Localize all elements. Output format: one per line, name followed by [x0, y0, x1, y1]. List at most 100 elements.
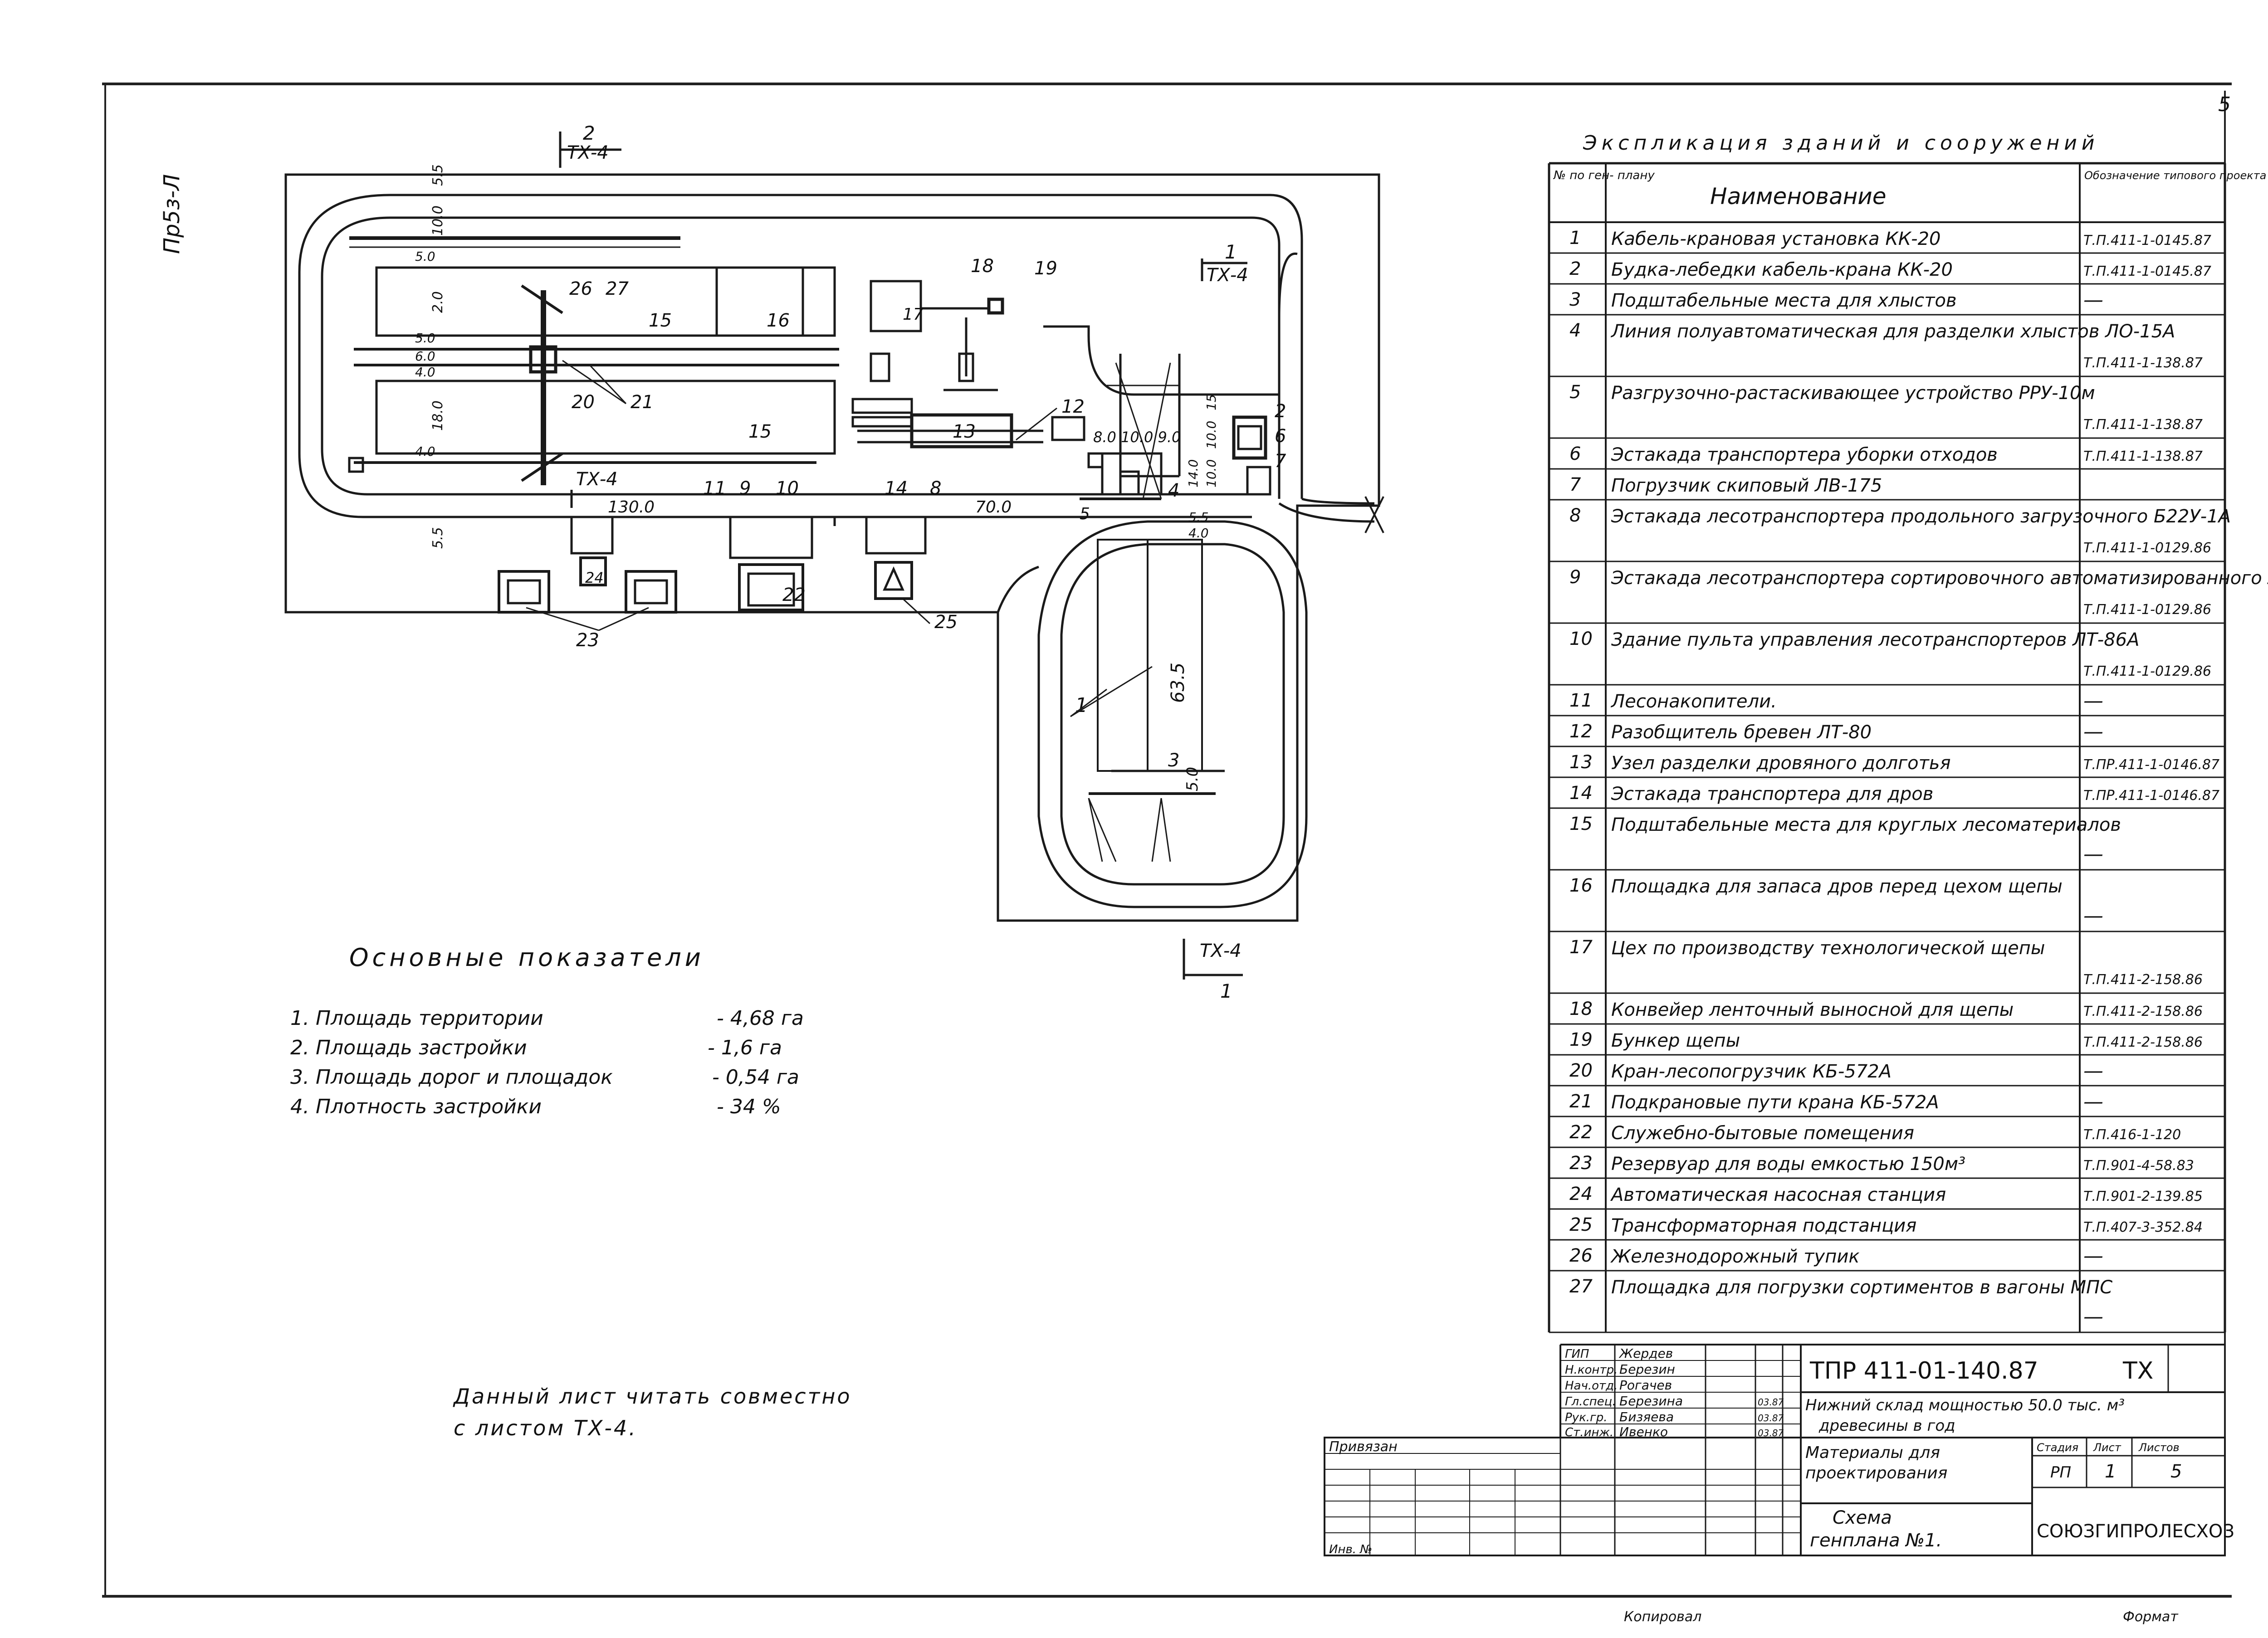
right-dim-2: 14.0: [1186, 459, 1201, 487]
perimeter-road: [390, 194, 1303, 499]
site-plan: [284, 173, 1384, 922]
left-dim-5: 6.0: [415, 349, 435, 364]
explication-row-code: —: [2083, 1244, 2103, 1268]
indicators-block: Основные показатели 1. Площадь территори…: [290, 943, 804, 1118]
explication-row-code: Т.П.901-2-139.85: [2083, 1189, 2203, 1204]
explication-row-name: Будка-лебедки кабель-крана КК-20: [1611, 259, 1953, 280]
explication-row-number: 15: [1569, 814, 1593, 834]
drawing-mark: ТХ: [2122, 1357, 2153, 1384]
explication-row-number: 27: [1569, 1276, 1593, 1297]
explication-row-name: Лесонакопители.: [1610, 691, 1777, 712]
left-dim-0: 5.5: [430, 164, 446, 186]
indicators-title: Основные показатели: [349, 943, 704, 972]
building-2: [1232, 415, 1267, 460]
section-label-left-sheet: ТХ-4: [576, 469, 618, 490]
title-block-text: ТПР 411-01-140.87 ТХ ГИП Н.контр. Нач.от…: [1329, 1346, 2234, 1556]
right-dim-1: 15: [1204, 394, 1219, 410]
explication-row-name: Конвейер ленточный выносной для щепы: [1611, 999, 2014, 1020]
role-2: Нач.отд.: [1565, 1379, 1618, 1393]
explication-row-number: 12: [1569, 721, 1593, 742]
section-label-bottom-number: 1: [1220, 980, 1232, 1002]
explication-row-name: Разобщитель бревен ЛТ-80: [1611, 722, 1872, 743]
section-label-right-number: 1: [1225, 241, 1237, 263]
explication-row-name: Подштабельные места для круглых лесомате…: [1611, 814, 2121, 835]
explication-row-number: 11: [1569, 690, 1593, 711]
role-5: Ст.инж.: [1565, 1426, 1613, 1439]
indicator-1-value: - 4,68 га: [717, 1007, 804, 1030]
label-19: 19: [1034, 258, 1057, 279]
stage-header: Стадия: [2037, 1441, 2078, 1454]
explication-row-code: Т.П.411-1-0129.86: [2083, 663, 2211, 679]
label-5: 5: [1080, 505, 1090, 523]
explication-row-code: —: [2083, 689, 2103, 712]
explication-row-name: Разгрузочно-растаскивающее устройство РР…: [1611, 383, 2095, 404]
explication-row-number: 24: [1569, 1184, 1593, 1204]
explication-row-code: Т.П.407-3-352.84: [2083, 1219, 2203, 1235]
role-0: ГИП: [1565, 1347, 1589, 1361]
dim-70: 70.0: [975, 498, 1012, 517]
label-25: 25: [934, 612, 958, 633]
left-dim-7: 18.0: [430, 400, 446, 431]
stage-value: РП: [2050, 1463, 2071, 1482]
explication-row-number: 6: [1569, 444, 1581, 464]
label-3: 3: [1168, 750, 1179, 771]
explication-row-number: 13: [1569, 752, 1593, 773]
explication-row-code: Т.П.411-1-138.87: [2083, 355, 2203, 371]
explication-row-code: Т.П.411-1-0145.87: [2083, 233, 2211, 249]
explication-row-name: Железнодорожный тупик: [1610, 1246, 1860, 1267]
left-dim-1: 10.0: [430, 205, 446, 236]
explication-row-name: Линия полуавтоматическая для разделки хл…: [1610, 321, 2175, 342]
note-line-1: Данный лист читать совместно: [453, 1384, 852, 1409]
explication-row-name: Трансформаторная подстанция: [1611, 1215, 1916, 1236]
reservoir-23a: [498, 570, 550, 614]
explication-row-code: Т.П.411-2-158.86: [2083, 1004, 2203, 1019]
name-1: Березин: [1619, 1362, 1675, 1377]
explication-row-number: 1: [1569, 228, 1581, 249]
explication-row-number: 2: [1569, 258, 1581, 279]
label-11: 11: [703, 478, 726, 499]
label-20: 20: [572, 392, 595, 413]
leader-lines: [526, 360, 1153, 717]
explication-row-number: 20: [1569, 1060, 1593, 1081]
materials-line-2: проектирования: [1805, 1464, 1947, 1482]
corner-mark: Пр5з-Л: [159, 174, 185, 254]
reservoir-23b: [625, 570, 677, 614]
explication-row-code: Т.П.411-2-158.86: [2083, 972, 2203, 988]
section-label-top-sheet: ТХ-4: [567, 142, 609, 163]
description-line-2: древесины в год: [1818, 1417, 1955, 1435]
explication-grid: [1548, 162, 2226, 1333]
explication-row-code: Т.ПР.411-1-0146.87: [2083, 788, 2219, 804]
label-24: 24: [585, 569, 604, 586]
label-14: 14: [885, 478, 908, 499]
explication-row-code: —: [2083, 1305, 2103, 1328]
sheets-header: Листов: [2138, 1441, 2180, 1454]
label-27: 27: [606, 278, 629, 299]
label-8: 8: [930, 478, 941, 499]
indicator-3-value: - 0,54 га: [712, 1066, 799, 1089]
role-1: Н.контр.: [1565, 1363, 1618, 1377]
date-4: 03.87: [1758, 1413, 1784, 1424]
label-22: 22: [782, 585, 806, 605]
left-dim-4: 5.0: [415, 331, 435, 346]
label-7: 7: [1275, 451, 1286, 472]
explication-row-name: Бункер щепы: [1611, 1030, 1740, 1051]
copied-label: Копировал: [1624, 1609, 1701, 1625]
materials-line-1: Материалы для: [1805, 1443, 1940, 1462]
storage-area-15-top: [375, 266, 836, 337]
explication-row-code: Т.П.411-2-158.86: [2083, 1034, 2203, 1050]
label-2: 2: [1275, 401, 1286, 422]
indicator-2-value: - 1,6 га: [708, 1036, 782, 1059]
explication-row-name: Погрузчик скиповый ЛВ-175: [1611, 475, 1882, 496]
explication-row-number: 9: [1569, 567, 1581, 588]
section-label-top-number: 2: [583, 122, 595, 144]
right-dim-4: 5.5: [1188, 510, 1209, 525]
explication-row-code: Т.П.411-1-138.87: [2083, 448, 2203, 464]
header-col-name: Наименование: [1710, 183, 1887, 210]
explication-row-number: 23: [1569, 1153, 1593, 1174]
label-23: 23: [576, 630, 599, 651]
name-2: Рогачев: [1619, 1378, 1672, 1393]
indicator-4-value: - 34 %: [717, 1095, 781, 1118]
left-dim-9: 5.5: [430, 527, 446, 549]
